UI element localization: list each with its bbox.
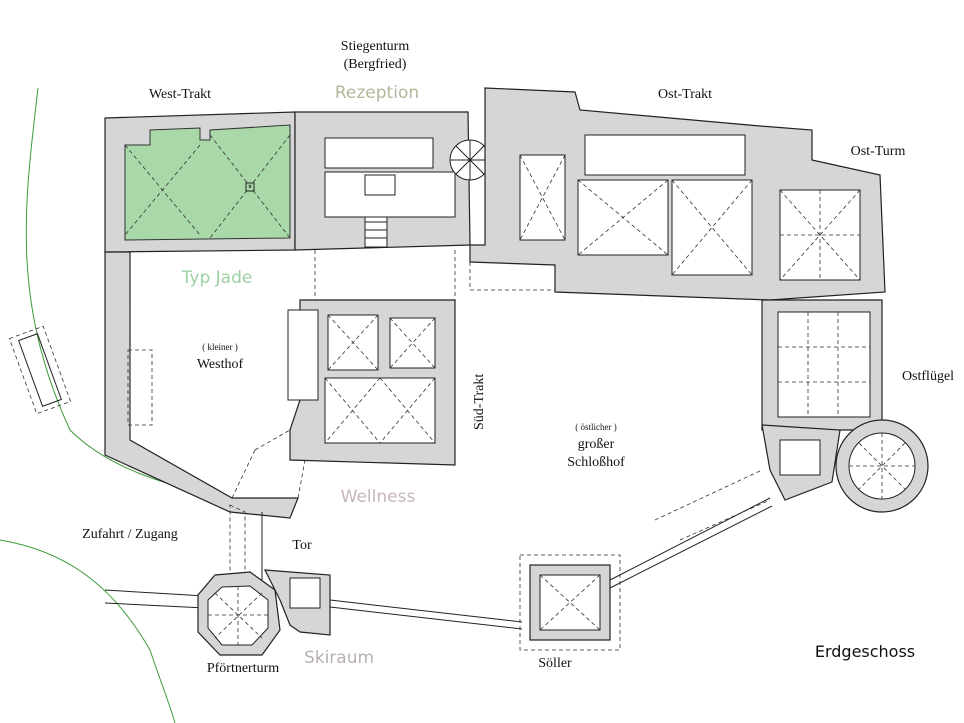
label-pfoertnerturm: Pförtnerturm — [207, 661, 279, 676]
label-schlosshof: Schloßhof — [567, 455, 625, 470]
floor-title: Erdgeschoss — [815, 642, 915, 661]
label-westhof: Westhof — [197, 357, 244, 372]
label-soeller: Söller — [538, 656, 572, 671]
outbuilding — [8, 325, 72, 415]
label-ost-trakt: Ost-Trakt — [658, 87, 712, 102]
label-bergfried: (Bergfried) — [344, 57, 407, 72]
label-sued-trakt: Süd-Trakt — [472, 374, 487, 430]
label-stiegenturm: Stiegenturm — [341, 39, 410, 54]
label-tor: Tor — [292, 538, 312, 553]
terrain-line — [0, 539, 176, 723]
label-ost-turm: Ost-Turm — [851, 144, 906, 159]
label-west-trakt: West-Trakt — [149, 87, 211, 102]
label-kleiner: ( kleiner ) — [202, 342, 237, 352]
label-oestlicher: ( östlicher ) — [575, 422, 616, 432]
curtain-wall — [329, 599, 523, 630]
access-road — [104, 589, 206, 609]
label-ostfluegel: Ostflügel — [902, 369, 954, 384]
typ-jade-apartment[interactable] — [124, 124, 291, 241]
label-typ-jade: Typ Jade — [181, 268, 253, 288]
label-grosser: großer — [578, 437, 615, 452]
west-wall — [104, 251, 299, 519]
label-skiraum: Skiraum — [304, 648, 374, 668]
label-rezeption: Rezeption — [335, 83, 419, 103]
label-wellness: Wellness — [341, 487, 416, 507]
label-zufahrt: Zufahrt / Zugang — [82, 527, 178, 542]
